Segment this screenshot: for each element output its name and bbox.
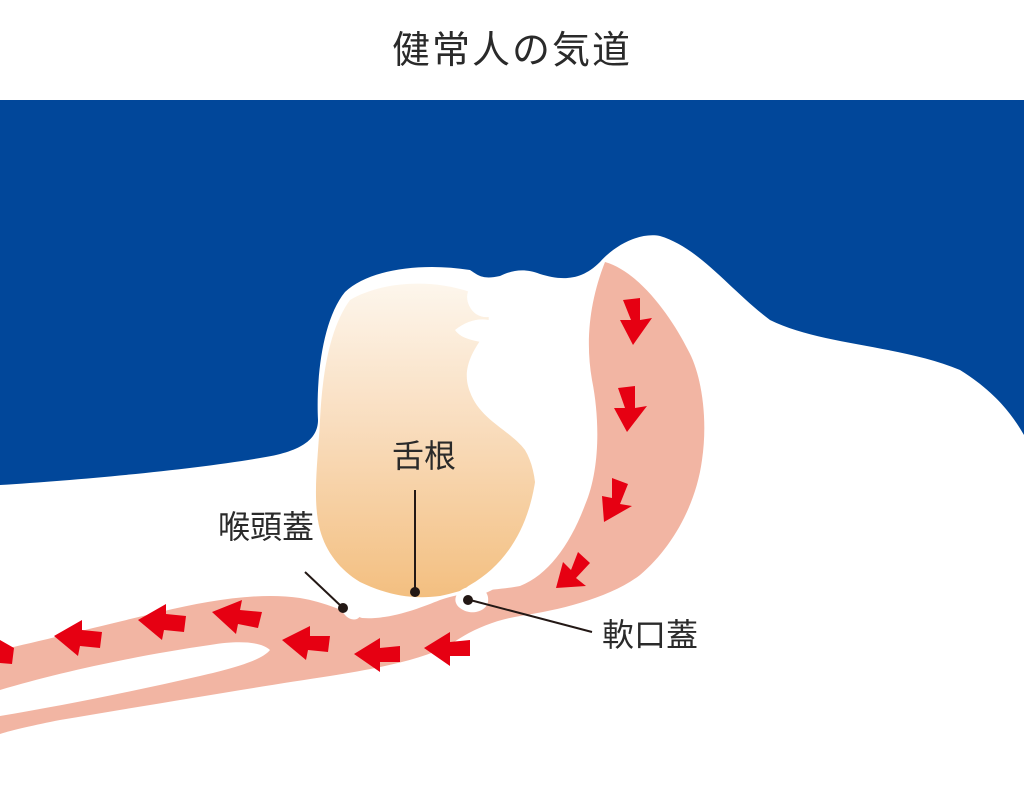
page-title: 健常人の気道 (391, 28, 632, 72)
arrow-11 (0, 640, 14, 664)
esophagus-separator (0, 642, 270, 716)
soft-palate-dot (463, 595, 473, 605)
epiglottis-dot (338, 603, 348, 613)
arrow-10 (54, 620, 102, 656)
airflow-arrows (0, 298, 652, 672)
epiglottis-label: 喉頭蓋 (218, 508, 315, 546)
epiglottis-leader (304, 571, 343, 608)
leader-lines (304, 490, 593, 633)
arrow-1 (620, 298, 652, 345)
arrow-2 (614, 386, 647, 432)
soft-palate-leader (469, 599, 593, 633)
lips (467, 283, 510, 318)
arrow-6 (354, 638, 400, 672)
palate (455, 319, 560, 598)
tongue-root-label: 舌根 (392, 437, 457, 475)
leader-dots (338, 587, 473, 613)
airway-diagram (0, 100, 1024, 808)
soft-palate-label: 軟口蓋 (602, 616, 699, 654)
arrow-3 (602, 478, 632, 522)
arrow-8 (212, 600, 262, 634)
title-bar: 健常人の気道 (0, 0, 1024, 100)
tongue (315, 283, 536, 598)
arrow-9 (138, 604, 186, 640)
arrow-4 (556, 552, 590, 588)
arrow-7 (282, 626, 330, 660)
tongue-dot (410, 587, 420, 597)
arrow-5 (424, 632, 470, 666)
